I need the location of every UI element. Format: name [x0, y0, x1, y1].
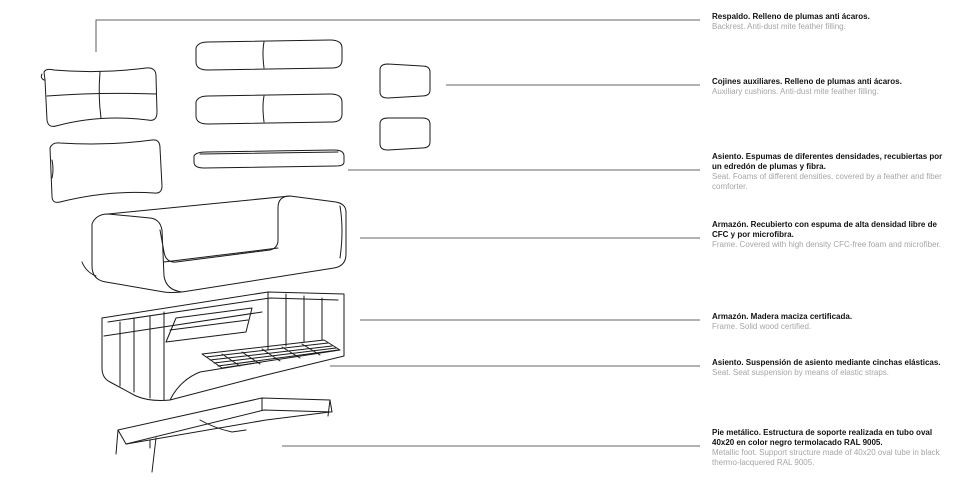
label-upholstered-frame-es: Armazón. Recubierto con espuma de alta d… — [712, 220, 937, 239]
label-seat-cushion: Asiento. Espumas de diferentes densidade… — [712, 152, 948, 192]
label-seat-cushion-es: Asiento. Espumas de diferentes densidade… — [712, 152, 943, 171]
label-aux-cushions-en: Auxiliary cushions. Anti-dust mite feath… — [712, 87, 879, 96]
upholstered-frame — [81, 195, 347, 293]
label-wood-frame: Armazón. Madera maciza certificada. Fram… — [712, 312, 948, 332]
label-straps-es: Asiento. Suspensión de asiento mediante … — [712, 358, 941, 367]
metal-foot — [115, 397, 333, 473]
label-backrest-es: Respaldo. Relleno de plumas anti ácaros. — [712, 12, 870, 21]
label-backrest: Respaldo. Relleno de plumas anti ácaros.… — [712, 12, 948, 32]
leader-line-backrest — [95, 19, 700, 52]
seat-suspension-straps — [201, 339, 341, 369]
label-wood-frame-en: Frame. Solid wood certified. — [712, 322, 812, 331]
label-straps-en: Seat. Seat suspension by means of elasti… — [712, 368, 889, 377]
seat-cushions — [193, 39, 345, 169]
label-aux-cushions-es: Cojines auxiliares. Relleno de plumas an… — [712, 77, 902, 86]
label-upholstered-frame: Armazón. Recubierto con espuma de alta d… — [712, 220, 948, 250]
label-metal-foot-en: Metallic foot. Support structure made of… — [712, 448, 940, 467]
label-backrest-en: Backrest. Anti-dust mite feather filling… — [712, 22, 846, 31]
backrest-cushions — [40, 67, 163, 203]
label-straps: Asiento. Suspensión de asiento mediante … — [712, 358, 948, 378]
leader-lines — [95, 19, 700, 447]
label-metal-foot-es: Pie metálico. Estructura de soporte real… — [712, 428, 933, 447]
auxiliary-cushions — [379, 63, 431, 151]
label-metal-foot: Pie metálico. Estructura de soporte real… — [712, 428, 948, 468]
label-aux-cushions: Cojines auxiliares. Relleno de plumas an… — [712, 77, 948, 97]
wood-frame — [101, 291, 345, 401]
label-wood-frame-es: Armazón. Madera maciza certificada. — [712, 312, 853, 321]
label-upholstered-frame-en: Frame. Covered with high density CFC-fre… — [712, 240, 941, 249]
label-seat-cushion-en: Seat. Foams of different densities, cove… — [712, 172, 942, 191]
